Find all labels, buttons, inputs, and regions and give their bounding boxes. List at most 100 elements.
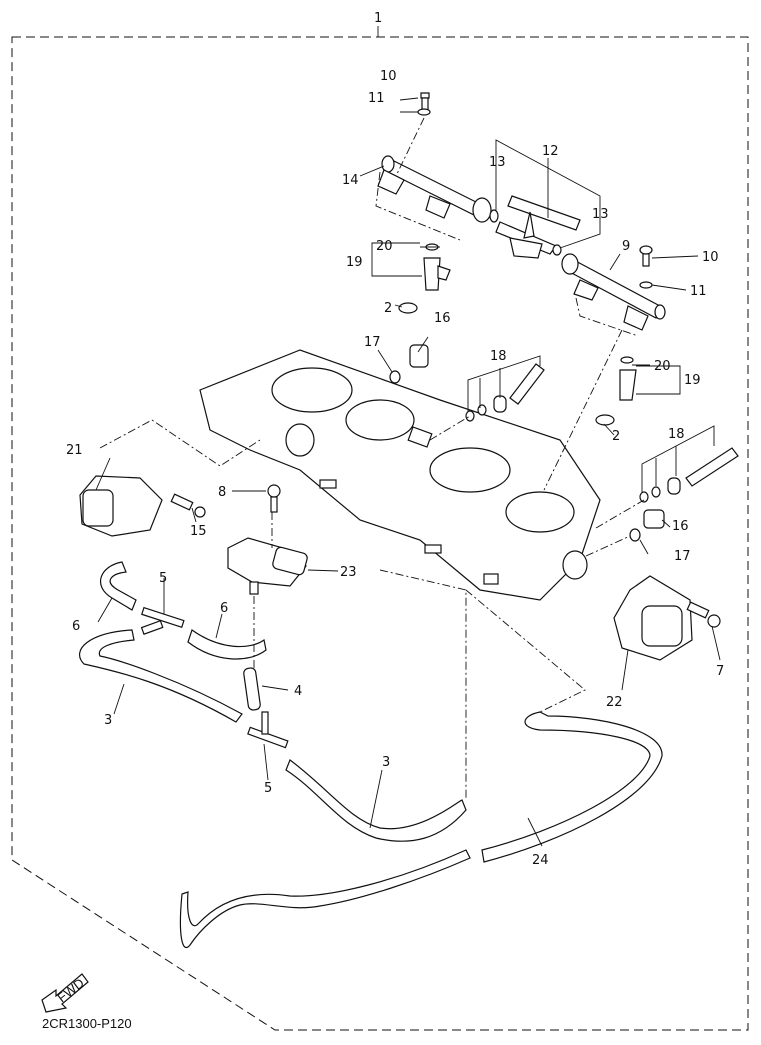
clip-left[interactable] (389, 370, 401, 384)
callout-23: 23 (340, 565, 357, 580)
callout-1: 1 (374, 11, 382, 26)
bracket-18-right (641, 425, 715, 492)
fuel-rail-left[interactable] (377, 155, 492, 223)
washer-right[interactable] (639, 281, 653, 289)
leader-line (359, 165, 385, 177)
leader-line (603, 423, 615, 436)
callout-22: 22 (606, 695, 623, 710)
leader-line (527, 817, 543, 847)
bracket-19-right (636, 365, 681, 395)
callout-10: 10 (380, 69, 397, 84)
callout-16: 16 (672, 519, 689, 534)
fuel-joint[interactable] (495, 195, 581, 259)
centerline (379, 569, 467, 800)
centerline (395, 117, 425, 177)
leader-line (369, 769, 383, 829)
o-ring-13-left[interactable] (489, 209, 499, 223)
callout-16: 16 (434, 311, 451, 326)
intake-pressure-sensor[interactable] (227, 537, 308, 595)
leader-line (215, 613, 223, 639)
callout-24: 24 (532, 853, 549, 868)
clip-right[interactable] (629, 528, 641, 542)
damper-right[interactable] (643, 509, 665, 529)
callout-14: 14 (342, 173, 359, 188)
callout-11: 11 (368, 91, 385, 106)
leader-line (661, 519, 671, 528)
callout-3: 3 (382, 755, 390, 770)
throttle-body[interactable] (199, 349, 601, 601)
callout-19: 19 (346, 255, 363, 270)
callout-10: 10 (702, 250, 719, 265)
leader-line (95, 457, 111, 491)
hose-6-right[interactable] (187, 629, 267, 660)
joint-5-lower[interactable] (247, 711, 289, 749)
throttle-position-sensor[interactable] (79, 475, 163, 537)
centerline (99, 419, 261, 467)
leader-line (711, 625, 721, 661)
callout-5: 5 (159, 571, 167, 586)
callout-11: 11 (690, 284, 707, 299)
centerline (465, 589, 586, 713)
o-ring-13-right[interactable] (552, 244, 562, 256)
callout-18: 18 (668, 427, 685, 442)
hose-3-left[interactable] (78, 629, 243, 723)
callout-7: 7 (716, 664, 724, 679)
callout-13: 13 (489, 155, 506, 170)
callout-20: 20 (654, 359, 671, 374)
callout-9: 9 (622, 239, 630, 254)
screw-15[interactable] (170, 493, 206, 518)
callout-12: 12 (542, 144, 559, 159)
leader-line (263, 743, 269, 781)
washer-left[interactable] (417, 108, 431, 116)
leader-line (307, 569, 339, 572)
screw-set-right[interactable] (639, 447, 739, 503)
screw-set-left[interactable] (465, 363, 545, 422)
injector-left[interactable] (398, 243, 451, 314)
sensor-22[interactable] (613, 575, 693, 661)
centerline (375, 171, 461, 241)
leader-line (377, 349, 393, 373)
callout-8: 8 (218, 485, 226, 500)
callout-2: 2 (384, 301, 392, 316)
bracket-13 (495, 139, 601, 249)
callout-15: 15 (190, 524, 207, 539)
leader-line (191, 507, 197, 523)
hose-24[interactable] (481, 711, 663, 863)
callout-17: 17 (674, 549, 691, 564)
leader-line (417, 336, 429, 353)
joint-5-upper[interactable] (140, 606, 185, 635)
leader-line (261, 685, 289, 691)
callout-18: 18 (490, 349, 507, 364)
centerline (595, 499, 645, 529)
centerline (543, 329, 623, 491)
callout-13: 13 (592, 207, 609, 222)
leader-line (651, 255, 699, 259)
centerline (429, 415, 471, 441)
hose-4[interactable] (243, 667, 261, 711)
centerline (585, 535, 631, 557)
callout-6: 6 (220, 601, 228, 616)
leader-line (651, 284, 687, 291)
screw-8[interactable] (267, 484, 281, 513)
callout-21: 21 (66, 443, 83, 458)
hose-6-left[interactable] (100, 561, 137, 611)
leader-line (621, 649, 629, 691)
damper-left[interactable] (409, 344, 429, 368)
leader-line (97, 597, 113, 623)
leader-line (113, 683, 125, 715)
bracket-18-left (467, 355, 541, 412)
hose-24-lower[interactable] (179, 849, 471, 948)
leader-line (399, 97, 419, 101)
leader-line (394, 304, 403, 308)
leader-line (609, 253, 621, 271)
bracket-19-left (371, 242, 422, 277)
screw-7[interactable] (686, 601, 721, 628)
bolt-right[interactable] (639, 245, 653, 267)
fuel-rail-right[interactable] (561, 253, 666, 331)
hose-3-right[interactable] (285, 759, 467, 842)
injector-right[interactable] (595, 356, 637, 426)
callout-20: 20 (376, 239, 393, 254)
callout-17: 17 (364, 335, 381, 350)
centerline (575, 297, 639, 337)
